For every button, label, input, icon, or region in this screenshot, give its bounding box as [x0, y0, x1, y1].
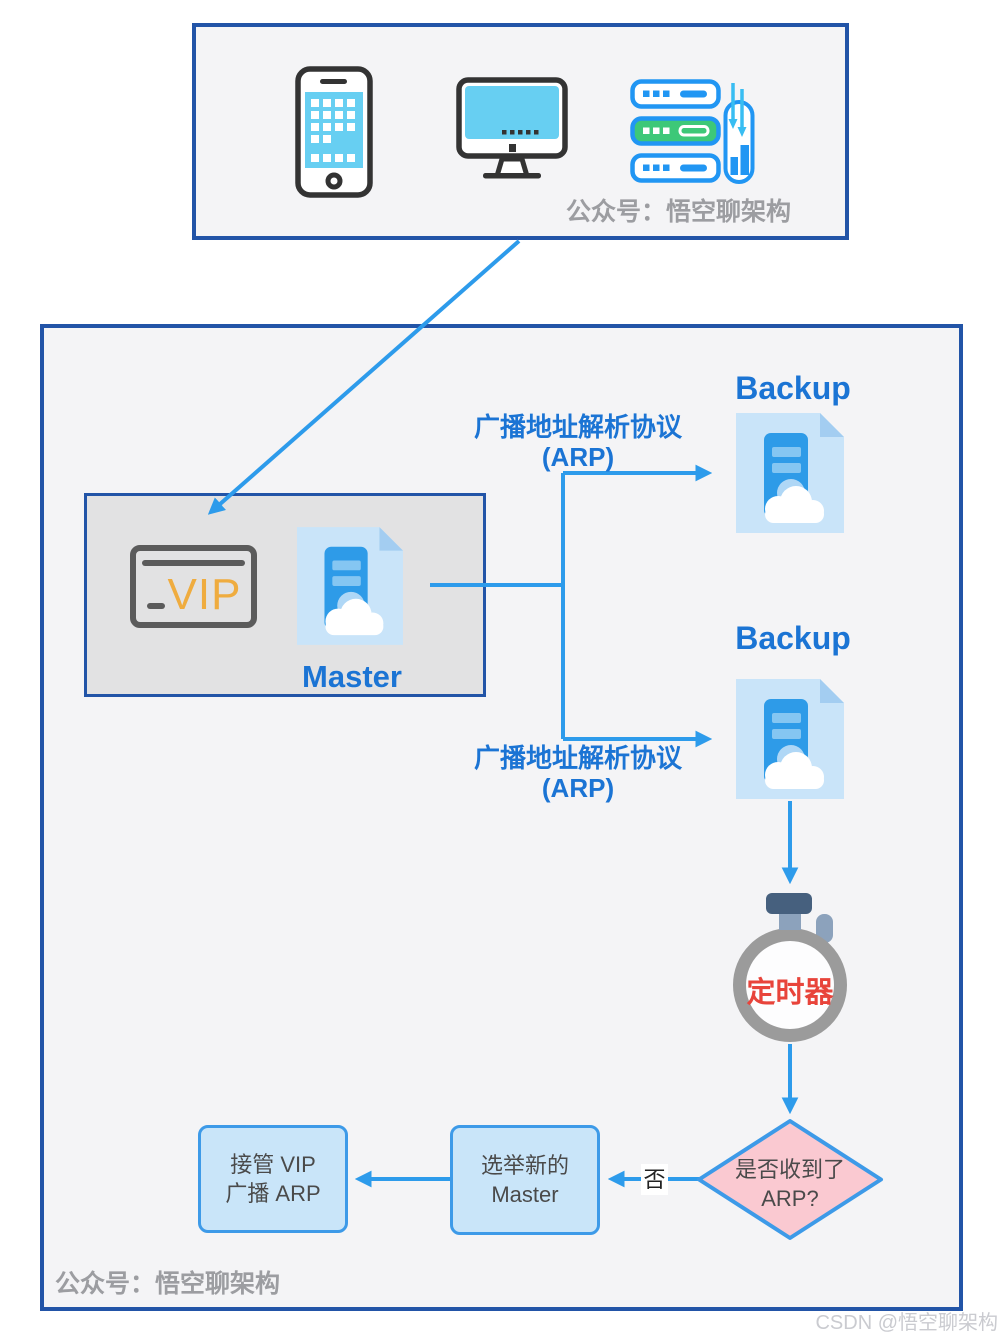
- decision-line1: 是否收到了: [734, 1157, 845, 1182]
- desktop-monitor-icon: [456, 77, 568, 179]
- backup1-label: Backup: [735, 370, 851, 406]
- vip-label: VIP: [167, 570, 242, 619]
- master-group-box: [84, 493, 486, 697]
- timer-label: 定时器: [746, 977, 834, 1009]
- arp2-line1: 广播地址解析协议: [473, 743, 682, 773]
- decision-no-label: 否: [641, 1164, 668, 1195]
- arp2-line2: (ARP): [541, 773, 615, 803]
- takeover-line2: 广播 ARP: [225, 1181, 321, 1206]
- elect-line1: 选举新的: [480, 1153, 569, 1178]
- smartphone-icon: [295, 66, 373, 198]
- vip-card-icon: VIP: [130, 545, 257, 628]
- takeover-box-text: 接管 VIP 广播 ARP: [225, 1150, 320, 1208]
- takeover-vip-box: 接管 VIP 广播 ARP: [198, 1125, 348, 1233]
- arp1-line1: 广播地址解析协议: [473, 412, 682, 442]
- elect-new-master-box: 选举新的 Master: [450, 1125, 600, 1235]
- elect-box-text: 选举新的 Master: [481, 1151, 569, 1209]
- stopwatch-stem: [779, 909, 801, 930]
- arp-broadcast-label-2: 广播地址解析协议 (ARP): [468, 743, 688, 803]
- vip-card-top-line: [142, 560, 245, 566]
- vip-card-dash: [147, 603, 165, 609]
- footer-brand-text: 公众号：悟空聊架构: [55, 1270, 281, 1298]
- decision-question: 是否收到了 ARP?: [695, 1155, 885, 1213]
- backup2-label: Backup: [735, 620, 851, 656]
- server-stack-icon: [630, 79, 755, 184]
- takeover-line1: 接管 VIP: [230, 1152, 316, 1177]
- master-label: Master: [302, 659, 402, 694]
- elect-line2: Master: [491, 1182, 559, 1207]
- master-server-doc-icon: [297, 527, 403, 645]
- arp1-line2: (ARP): [541, 442, 615, 472]
- backup1-server-doc-icon: [736, 413, 844, 533]
- arp-broadcast-label-1: 广播地址解析协议 (ARP): [468, 412, 688, 472]
- backup2-server-doc-icon: [736, 679, 844, 799]
- top-brand-text: 公众号：悟空聊架构: [566, 198, 792, 226]
- decision-line2: ARP?: [761, 1186, 819, 1211]
- stopwatch-top-button: [766, 893, 812, 914]
- csdn-watermark: CSDN @悟空聊架构: [815, 1312, 998, 1334]
